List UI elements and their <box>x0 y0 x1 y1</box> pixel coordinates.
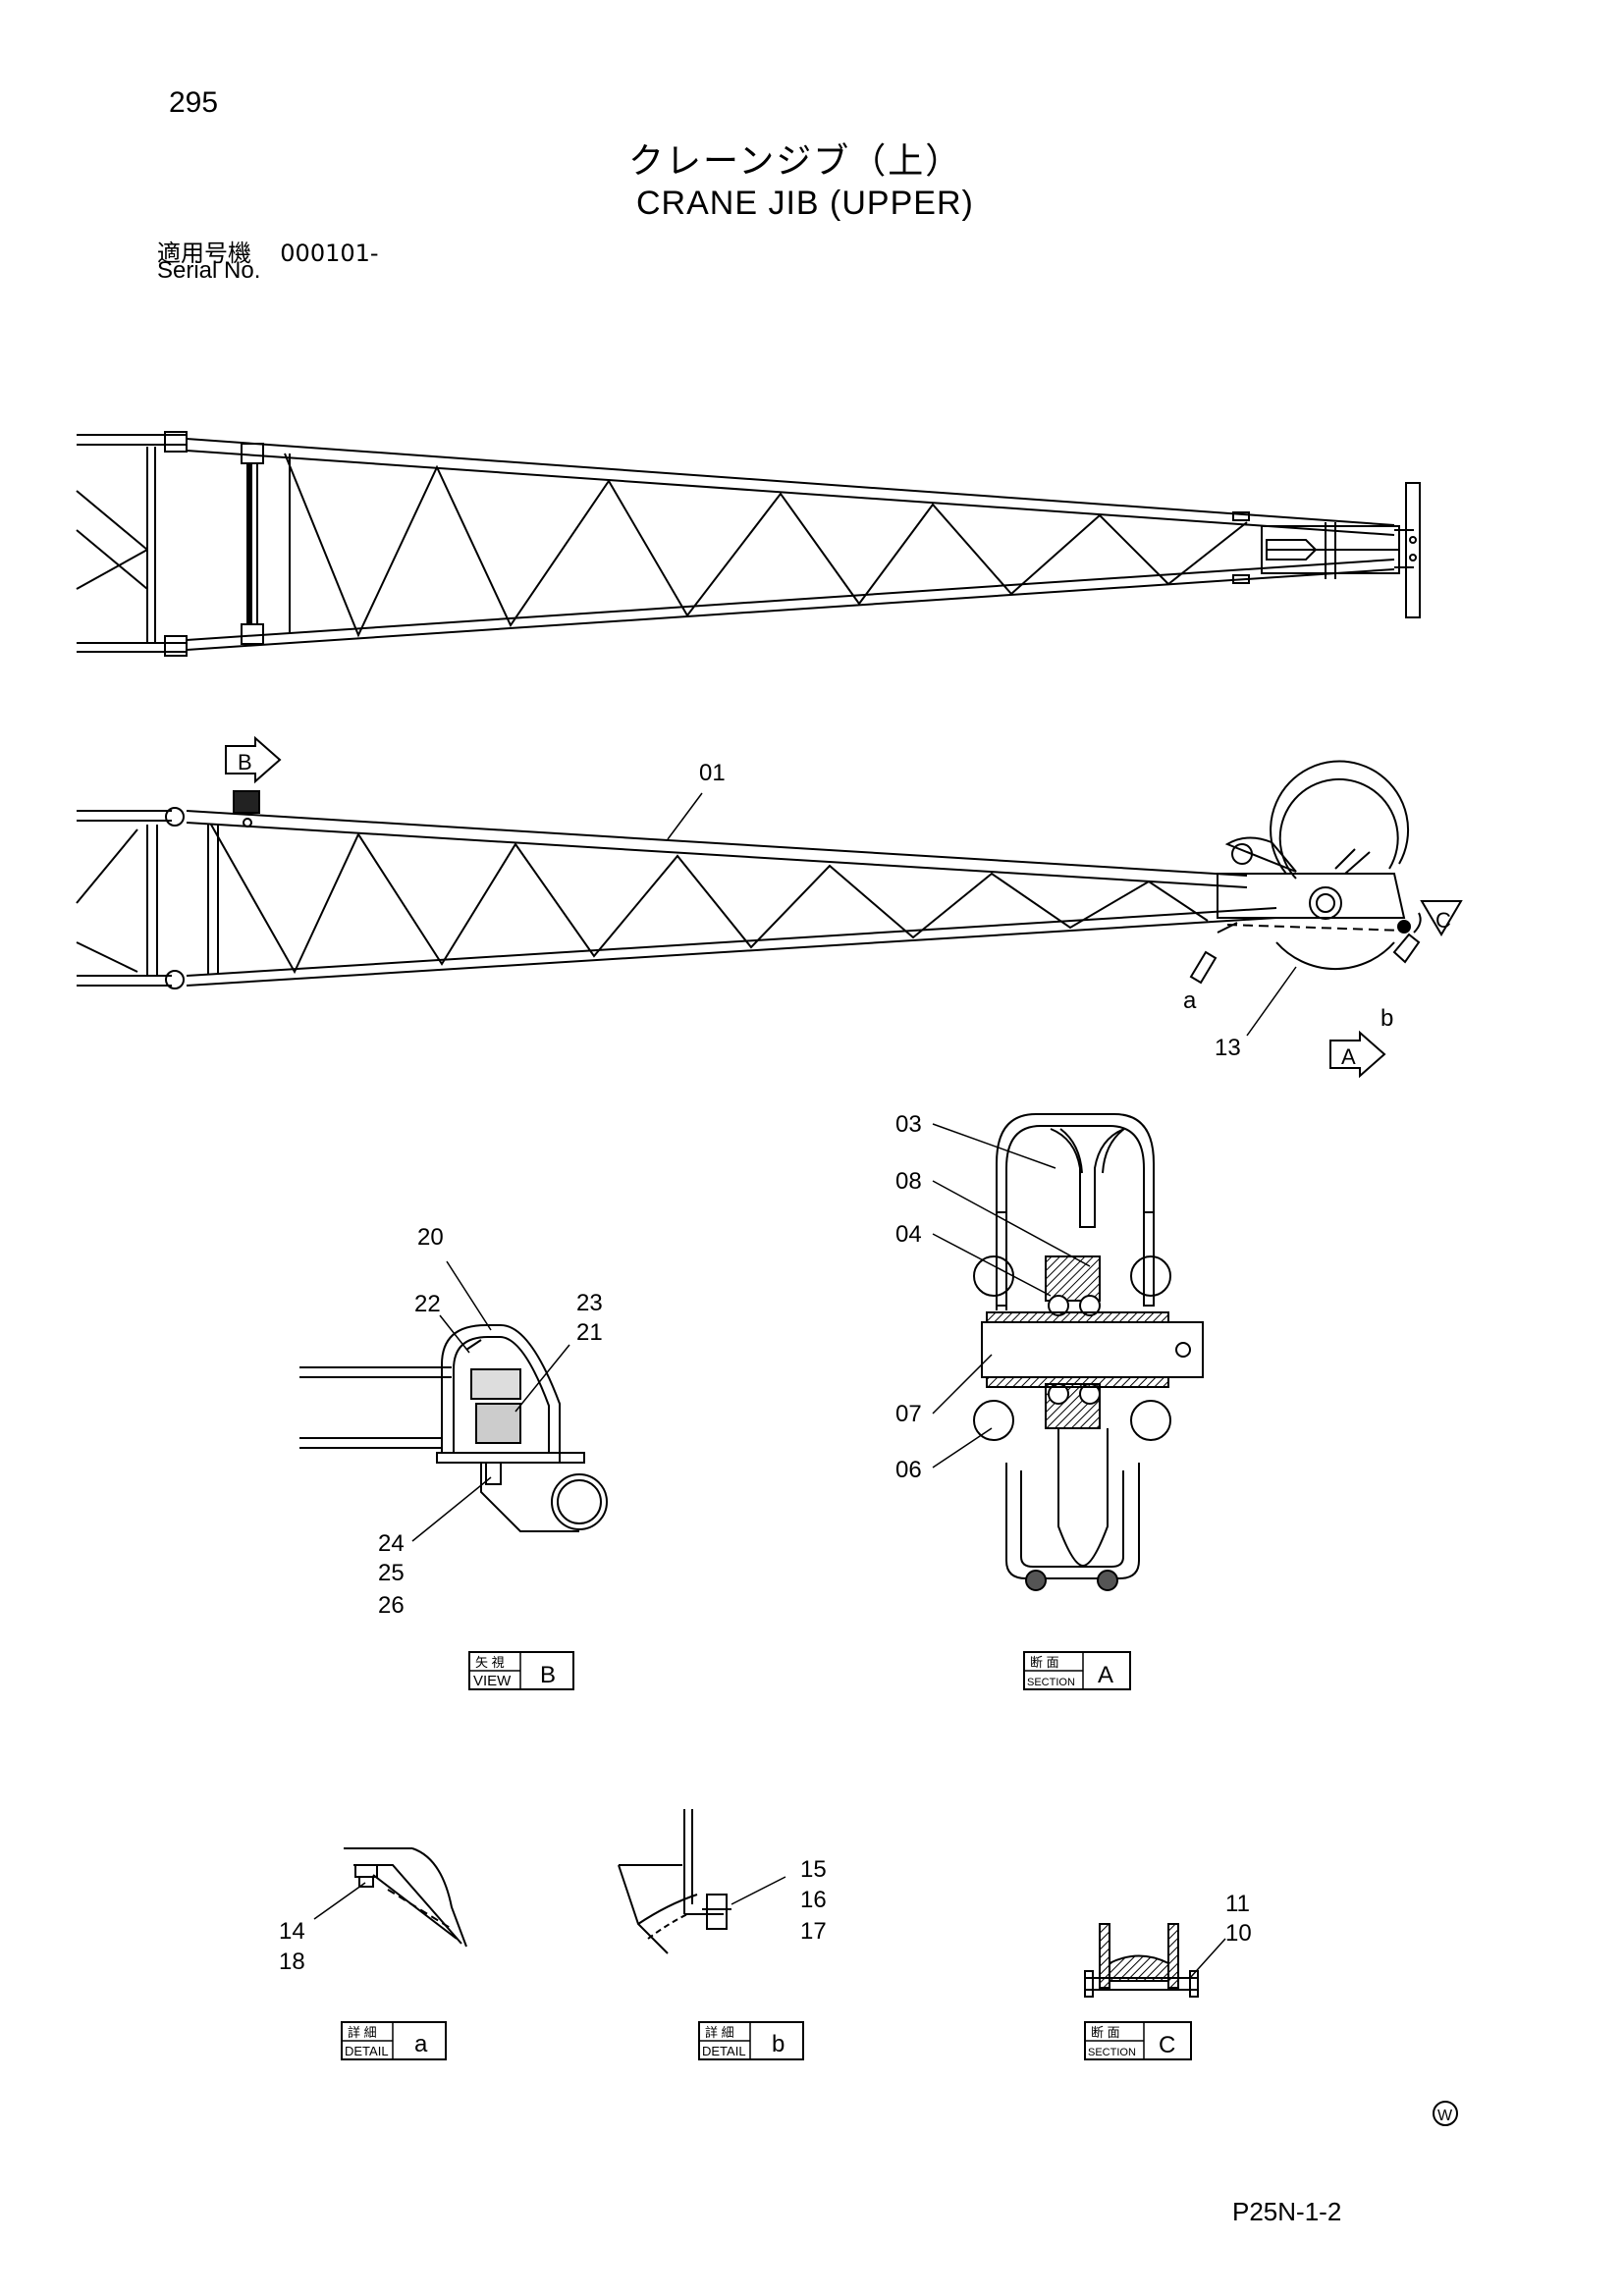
callout-07: 07 <box>895 1401 922 1427</box>
detail-b-label-jp: 詳 細 <box>705 2025 734 2040</box>
section-c-label-letter: C <box>1159 2032 1175 2058</box>
serial-number-row: 適用号機 000101- <box>157 234 379 268</box>
detail-a-label-en: DETAIL <box>345 2044 389 2058</box>
callout-17: 17 <box>800 1918 827 1945</box>
detail-b-leader <box>731 1876 786 1905</box>
view-b-label-en: VIEW <box>473 1673 512 1689</box>
detail-b-label-letter: b <box>772 2031 785 2057</box>
callout-20: 20 <box>417 1224 444 1251</box>
callout-06: 06 <box>895 1457 922 1483</box>
callout-08: 08 <box>895 1168 922 1195</box>
section-a-label-box: 断 面 SECTION A <box>1023 1651 1131 1690</box>
view-a-arrow-marker: A <box>1329 1030 1386 1079</box>
callout-13: 13 <box>1215 1035 1241 1061</box>
callout-22: 22 <box>414 1291 441 1317</box>
detail-a-label-box: 詳 細 DETAIL a <box>341 2021 447 2060</box>
view-b-marker-label: B <box>238 750 252 774</box>
callout-detail-b-marker: b <box>1380 1005 1393 1032</box>
section-c-marker-label: C <box>1435 908 1451 933</box>
page-title-english: CRANE JIB (UPPER) <box>636 185 974 222</box>
detail-b-drawing <box>618 1809 731 1954</box>
detail-a-leader <box>313 1882 366 1920</box>
detail-a-label-letter: a <box>414 2031 428 2057</box>
view-a-marker-label: A <box>1341 1044 1356 1069</box>
callout-16: 16 <box>800 1887 827 1913</box>
section-c-label-box: 断 面 SECTION C <box>1084 2021 1192 2060</box>
section-a-label-jp: 断 面 <box>1030 1655 1059 1670</box>
serial-number-value: 000101- <box>280 240 379 267</box>
view-b-drawing <box>299 1324 608 1532</box>
page-number: 295 <box>169 86 219 119</box>
document-code: P25N-1-2 <box>1232 2197 1342 2226</box>
callout-11: 11 <box>1225 1891 1250 1917</box>
w-mark-label: W <box>1437 2108 1453 2124</box>
serial-label-japanese: 適用号機 <box>157 240 251 267</box>
section-a-drawing <box>973 1113 1204 1591</box>
callout-23: 23 <box>576 1290 603 1316</box>
callout-detail-a-marker: a <box>1183 988 1197 1014</box>
callout-15: 15 <box>800 1856 827 1883</box>
view-b-label-box: 矢 視 VIEW B <box>468 1651 574 1690</box>
callout-14: 14 <box>279 1918 305 1945</box>
view-b-label-letter: B <box>540 1662 556 1688</box>
jib-top-view <box>76 431 1421 657</box>
serial-label-english: Serial No. <box>157 257 261 284</box>
callout-18: 18 <box>279 1949 305 1975</box>
view-b-arrow-marker: B <box>225 735 282 784</box>
callout-01: 01 <box>699 760 726 786</box>
callout-04: 04 <box>895 1221 922 1248</box>
callout-21: 21 <box>576 1319 603 1346</box>
callout-03: 03 <box>895 1111 922 1138</box>
callout-10: 10 <box>1225 1920 1252 1947</box>
detail-b-label-box: 詳 細 DETAIL b <box>698 2021 804 2060</box>
section-c-label-en: SECTION <box>1088 2047 1136 2058</box>
w-mark-icon: W <box>1433 2101 1458 2126</box>
callout-24: 24 <box>378 1530 405 1557</box>
page-title-japanese: クレーンジブ（上） <box>628 141 963 182</box>
section-c-leader <box>1189 1938 1226 1979</box>
section-c-label-jp: 断 面 <box>1091 2025 1120 2040</box>
detail-a-label-jp: 詳 細 <box>348 2025 377 2040</box>
main-view-callouts <box>667 792 1297 1037</box>
section-c-arrow-marker: C <box>1420 900 1463 936</box>
view-b-leaders <box>411 1260 570 1542</box>
callout-26: 26 <box>378 1592 405 1619</box>
view-b-label-jp: 矢 視 <box>475 1655 505 1670</box>
section-a-label-letter: A <box>1098 1662 1113 1688</box>
jib-side-view <box>76 760 1422 989</box>
section-a-leaders <box>932 1123 1091 1468</box>
section-c-drawing <box>1084 1923 1199 1998</box>
detail-b-label-en: DETAIL <box>702 2044 746 2058</box>
section-a-label-en: SECTION <box>1027 1677 1075 1688</box>
detail-a-drawing <box>344 1847 467 1948</box>
callout-25: 25 <box>378 1560 405 1586</box>
